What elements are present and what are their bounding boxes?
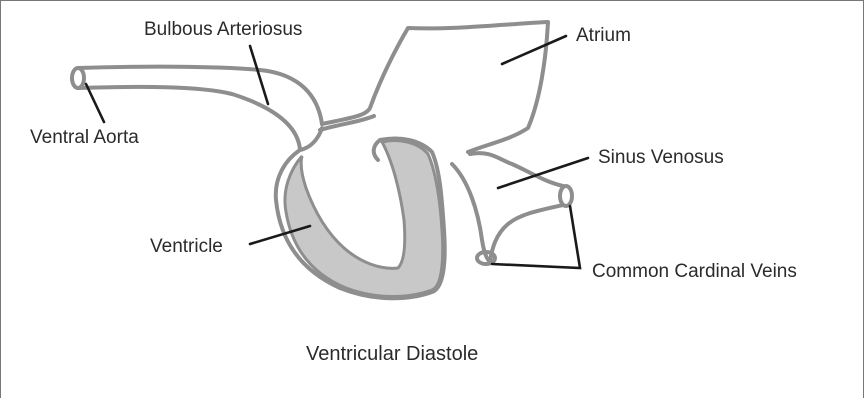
label-ventricle: Ventricle bbox=[150, 236, 223, 257]
atrium-outline bbox=[320, 22, 548, 152]
leader-atrium bbox=[502, 36, 566, 64]
label-ventral-aorta: Ventral Aorta bbox=[30, 127, 139, 148]
label-bulbous-arteriosus: Bulbous Arteriosus bbox=[144, 19, 302, 40]
leader-common-cardinal-veins bbox=[492, 206, 580, 268]
leader-bulbous-arteriosus bbox=[250, 46, 268, 104]
figure-caption: Ventricular Diastole bbox=[306, 343, 478, 365]
ventricle-shape bbox=[276, 128, 445, 298]
label-common-cardinal-veins: Common Cardinal Veins bbox=[592, 261, 797, 282]
label-atrium: Atrium bbox=[576, 25, 631, 46]
leader-ventral-aorta bbox=[86, 84, 104, 122]
label-sinus-venosus: Sinus Venosus bbox=[598, 147, 724, 168]
